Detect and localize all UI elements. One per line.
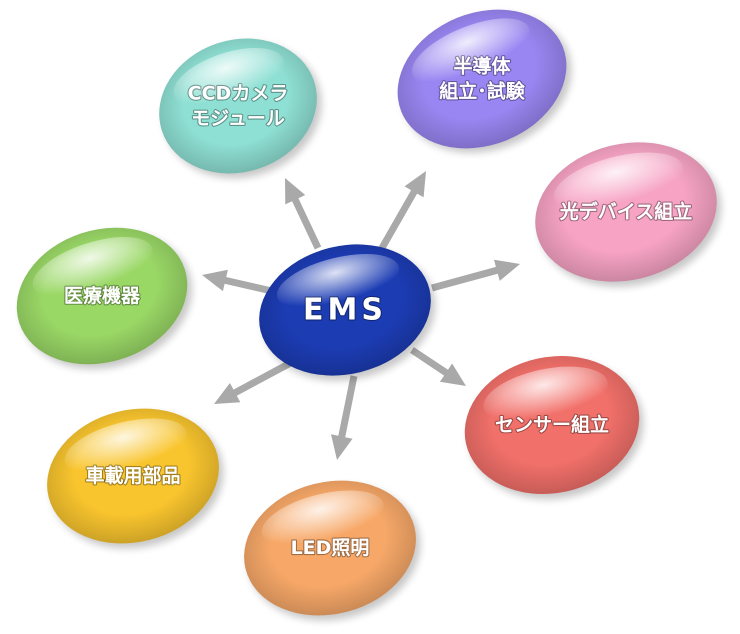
node-led	[244, 480, 421, 621]
arrow-to-led	[331, 375, 358, 460]
node-medical-label-line-1: 医療機器	[64, 284, 141, 307]
node-auto-label-line-1: 車載用部品	[85, 464, 180, 487]
arrow-to-optical	[431, 259, 520, 292]
node-sensor-gloss	[483, 366, 608, 424]
node-sensor	[464, 356, 644, 500]
center-label: EMS	[303, 293, 387, 328]
center-node: EMS	[259, 244, 436, 381]
node-medical	[16, 227, 192, 370]
node-led-label-line-1: LED照明	[291, 537, 370, 559]
node-ccd-label-line-2: モジュール	[191, 107, 285, 129]
node-semi	[397, 9, 572, 153]
arrow-to-medical	[202, 269, 277, 296]
node-ccd-shade	[159, 38, 317, 174]
node-ccd-gloss	[173, 47, 285, 108]
node-semi-label-line-1: 半導体	[453, 55, 511, 78]
node-semi-gloss	[412, 18, 530, 85]
arrow-to-sensor	[410, 347, 466, 386]
center-blob-gloss	[276, 254, 400, 311]
node-ccd-label-line-1: CCDカメラ	[188, 83, 289, 105]
arrow-to-auto	[214, 356, 298, 404]
node-sensor-label-line-1: センサー組立	[495, 413, 609, 436]
center-blob	[259, 244, 436, 381]
node-led-gloss	[261, 490, 384, 548]
node-auto	[47, 408, 224, 549]
node-auto-gloss	[64, 418, 187, 476]
node-optical-gloss	[554, 152, 684, 213]
node-semi-label-line-2: 組立･試験	[439, 79, 526, 102]
arrow-to-semi	[379, 171, 426, 250]
arrows-layer	[202, 171, 520, 460]
arrow-to-ccd	[285, 178, 322, 250]
node-optical-label-line-1: 光デバイス組立	[559, 200, 692, 223]
node-ccd	[159, 38, 322, 179]
node-optical	[535, 142, 722, 287]
node-medical-gloss	[32, 237, 153, 299]
